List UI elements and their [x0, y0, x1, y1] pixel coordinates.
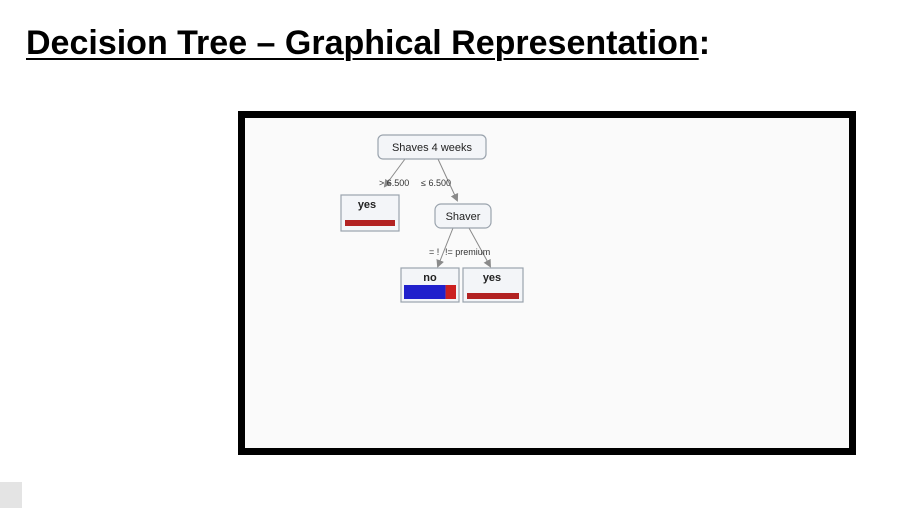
node-root: Shaves 4 weeks	[377, 134, 487, 160]
node-shaver-label: Shaver	[446, 211, 481, 223]
leaf-yes-right-label: yes	[483, 272, 501, 284]
leaf-no-bar-segment-0	[404, 285, 446, 299]
corner-square	[0, 482, 22, 508]
leaf-yes-left: yes	[340, 194, 400, 232]
leaf-no: no	[400, 267, 460, 303]
edge-label-gt: > 6.500	[379, 178, 409, 188]
edge-shaver-to-no	[436, 227, 454, 268]
edge-root-to-yes	[383, 158, 406, 188]
edge-root-to-shaver	[437, 158, 459, 202]
leaf-yes-left-label: yes	[358, 199, 376, 211]
leaf-yes-right: yes	[462, 267, 524, 303]
slide-title-colon: :	[698, 24, 711, 62]
node-root-label: Shaves 4 weeks	[392, 142, 473, 154]
leaf-no-bar	[404, 285, 456, 299]
edge-shaver-to-yes	[468, 227, 491, 268]
leaf-no-label: no	[423, 272, 437, 284]
slide-title: Decision Tree – Graphical Representation…	[26, 24, 710, 63]
leaf-yes-left-bar	[345, 220, 395, 226]
edge-label-le: ≤ 6.500	[421, 178, 451, 188]
slide-title-text: Decision Tree – Graphical Representation	[26, 24, 699, 62]
node-shaver: Shaver	[434, 203, 492, 229]
decision-tree: > 6.500 ≤ 6.500 = ! != premium Shaves 4 …	[340, 134, 524, 303]
leaf-no-bar-segment-1	[445, 285, 456, 299]
diagram-frame: > 6.500 ≤ 6.500 = ! != premium Shaves 4 …	[238, 111, 856, 455]
edge-label-neq: != premium	[445, 247, 490, 257]
leaf-yes-right-bar	[467, 293, 519, 299]
edge-label-eq: = !	[429, 247, 439, 257]
